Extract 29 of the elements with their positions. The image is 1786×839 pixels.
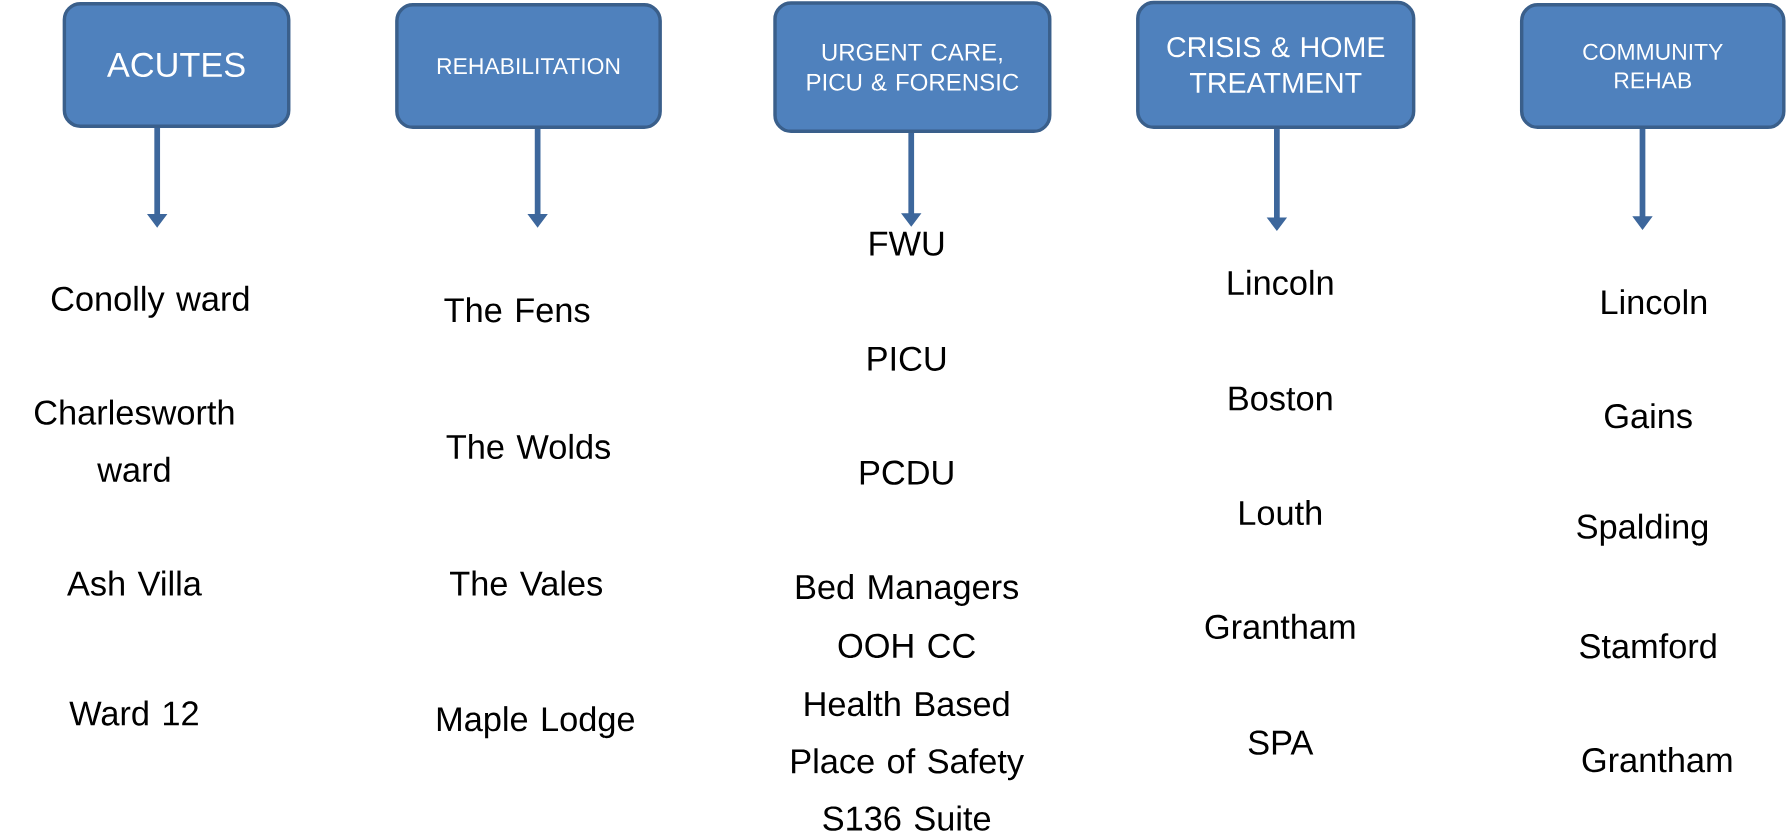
list-item: Grantham	[1205, 613, 1355, 639]
category-box: URGENT CARE, PICU & FORENSIC	[773, 1, 1052, 133]
list-item: Bed Managers	[796, 573, 1019, 606]
list-item: Boston	[1229, 386, 1332, 411]
list-item: PCDU	[860, 460, 953, 485]
list-item: The Fens	[444, 297, 590, 323]
list-item: Grantham	[1582, 746, 1732, 773]
list-item: Ward 12	[69, 700, 198, 726]
list-item: Louth	[1240, 499, 1321, 525]
list-item: Lincoln	[1602, 289, 1707, 315]
list-item: OOH CC	[838, 633, 975, 658]
category-box: CRISIS & HOME TREATMENT	[1136, 0, 1416, 129]
list-item: Health Based Place of Safety S136 Suite	[792, 690, 1024, 831]
list-item: Conolly ward	[51, 285, 249, 318]
list-item: Spalding	[1577, 513, 1708, 546]
list-item: Gains	[1605, 402, 1692, 429]
category-box: ACUTES	[62, 1, 291, 128]
list-item: Lincoln	[1228, 269, 1333, 295]
list-item: PICU	[868, 346, 946, 371]
list-item: Ash Villa	[67, 570, 202, 596]
list-item: Stamford	[1580, 633, 1716, 659]
list-item: The Wolds	[446, 433, 610, 459]
category-box: REHABILITATION	[395, 2, 662, 129]
list-item: Charlesworth ward	[35, 399, 234, 482]
list-item: SPA	[1248, 730, 1314, 755]
list-item: FWU	[870, 231, 944, 256]
list-item: Maple Lodge	[437, 705, 634, 738]
category-box: COMMUNITY REHAB	[1519, 2, 1786, 129]
list-item: The Vales	[450, 570, 602, 596]
